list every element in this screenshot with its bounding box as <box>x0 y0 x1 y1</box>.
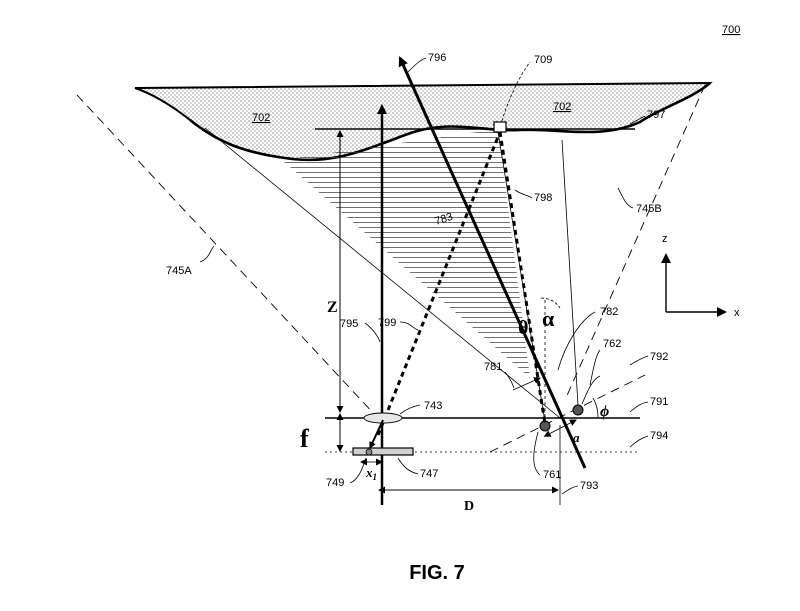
leader-761 <box>533 431 541 476</box>
leader-796 <box>407 57 427 73</box>
leader-797 <box>629 115 646 125</box>
leader-794 <box>629 435 649 448</box>
symbol-a: a <box>573 430 580 445</box>
label-782: 782 <box>600 306 618 318</box>
leader-745a <box>199 245 215 263</box>
sensor-747 <box>352 447 414 456</box>
symbol-alpha: α <box>542 306 555 331</box>
figure-number-label: 700 <box>722 24 740 36</box>
pixel-ray <box>369 419 384 449</box>
label-781: 781 <box>484 361 502 373</box>
leader-795 <box>364 322 381 343</box>
leader-709 <box>501 61 531 122</box>
symbol-x1: x1 <box>365 465 377 482</box>
angle-arc-alpha <box>540 297 561 309</box>
thin-ray-right <box>561 139 579 406</box>
ray-799 <box>376 131 502 436</box>
label-783: 783 <box>433 211 454 228</box>
label-761: 761 <box>543 469 561 481</box>
label-791: 791 <box>650 396 668 408</box>
ray-796 <box>398 56 587 469</box>
leader-782 <box>557 311 596 371</box>
label-743: 743 <box>424 400 442 412</box>
surface-lower-boundary <box>189 82 711 162</box>
label-745b: 745B <box>636 203 662 215</box>
leader-743 <box>399 404 421 415</box>
fov-line-745b <box>564 84 706 401</box>
symbol-f: f <box>300 424 309 453</box>
label-747: 747 <box>420 468 438 480</box>
label-792: 792 <box>650 351 668 363</box>
inset-z-label: z <box>662 233 668 245</box>
leader-793 <box>561 485 579 495</box>
surface-label-left: 702 <box>252 112 270 124</box>
illuminated-region <box>282 129 530 378</box>
symbol-theta: θ <box>518 317 528 339</box>
inset-x-label: x <box>734 307 740 319</box>
leader-745b <box>617 187 634 209</box>
label-797: 797 <box>647 109 665 121</box>
ray-781 <box>512 377 541 391</box>
label-798: 798 <box>534 192 552 204</box>
label-795: 795 <box>340 318 358 330</box>
label-709: 709 <box>534 54 552 66</box>
label-794: 794 <box>650 430 668 442</box>
leader-799 <box>399 321 419 331</box>
a-dimension <box>543 419 577 437</box>
label-749: 749 <box>326 477 344 489</box>
symbol-phi: ϕ <box>600 403 609 420</box>
leader-781 <box>504 371 515 389</box>
sensor-pixel-749 <box>365 448 373 456</box>
leader-762-upper <box>589 349 601 386</box>
leader-791 <box>629 401 649 413</box>
figure-caption: FIG. 7 <box>409 562 465 584</box>
label-796: 796 <box>428 52 446 64</box>
ray-783 <box>498 131 547 425</box>
leader-792 <box>629 355 649 366</box>
point-762 <box>572 404 584 416</box>
angle-arc-phi <box>592 397 599 418</box>
symbol-d: D <box>464 499 474 514</box>
label-762: 762 <box>603 338 621 350</box>
fov-line-745a <box>76 94 376 416</box>
label-793: 793 <box>580 480 598 492</box>
leader-749 <box>349 457 367 484</box>
leader-762 <box>581 375 601 405</box>
label-745a: 745A <box>166 265 192 277</box>
surface-label-right: 702 <box>553 101 571 113</box>
leader-747 <box>397 457 419 475</box>
target-point-709 <box>493 121 507 133</box>
leader-798 <box>514 189 533 199</box>
lens-743 <box>363 412 403 424</box>
symbol-z: Z <box>327 299 338 316</box>
